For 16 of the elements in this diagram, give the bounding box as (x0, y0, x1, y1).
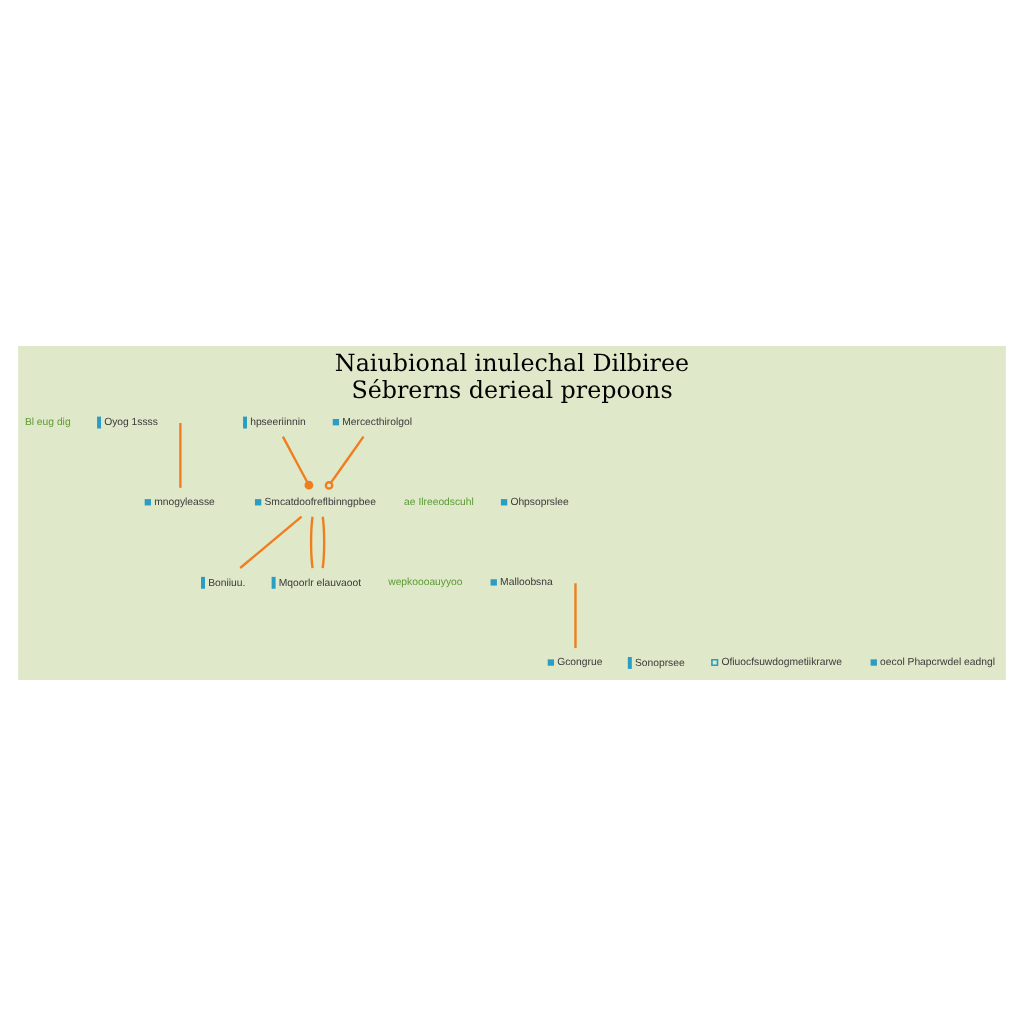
node-box (870, 658, 877, 665)
connector (179, 422, 182, 487)
node-box (332, 418, 340, 425)
connector (239, 514, 303, 568)
connector (281, 435, 314, 489)
node-box (254, 498, 262, 505)
connector (309, 515, 314, 568)
node-box (201, 575, 205, 588)
diagram-title: Naiubional inulechal Dilbiree Sébrerns derieal prepoons (334, 348, 690, 403)
node-box (243, 415, 247, 428)
connector (321, 515, 326, 568)
connector (324, 434, 365, 489)
connector (574, 582, 577, 648)
node-box (547, 658, 555, 665)
node-box (144, 498, 152, 505)
node-box (271, 575, 276, 588)
